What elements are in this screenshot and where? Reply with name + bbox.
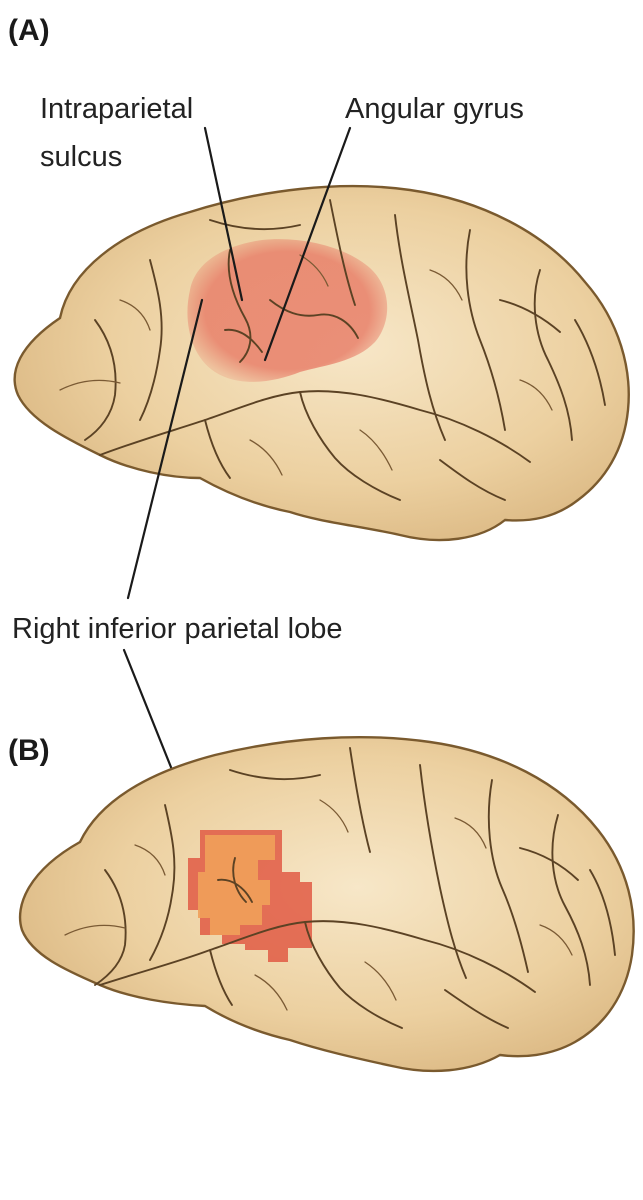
brain-a <box>13 184 630 542</box>
brain-b-outline <box>18 735 635 1073</box>
brain-b <box>18 735 635 1073</box>
callout-angular-gyrus: Angular gyrus <box>345 93 524 125</box>
callout-intraparietal-line1: Intraparietal <box>40 93 193 125</box>
brain-b-sulci <box>64 747 616 1029</box>
leader-right-inferior-parietal-lobe-a <box>126 298 204 600</box>
leader-intraparietal-sulcus <box>203 126 244 302</box>
panel-a-label: (A) <box>8 14 50 47</box>
leader-angular-gyrus <box>263 126 352 362</box>
brain-a-sulci <box>59 199 606 501</box>
callout-intraparietal-line2: sulcus <box>40 141 122 173</box>
panel-b-label: (B) <box>8 734 50 767</box>
callout-right-inferior-parietal-lobe: Right inferior parietal lobe <box>12 613 342 645</box>
